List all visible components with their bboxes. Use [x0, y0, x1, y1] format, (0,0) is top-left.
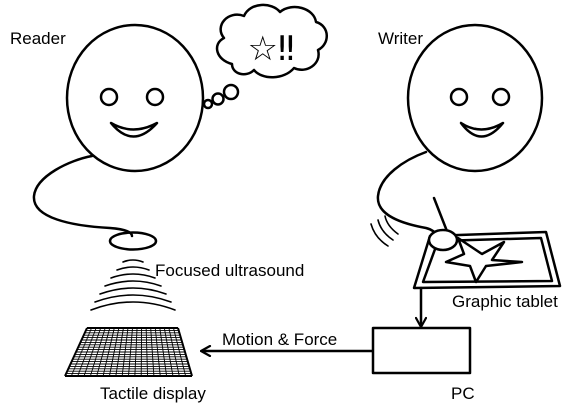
writer-head [406, 23, 544, 173]
writer-hand [427, 228, 459, 252]
reader-label: Reader [10, 29, 66, 48]
reader-cord [32, 154, 134, 238]
thought-cloud [215, 3, 328, 79]
grid-line [134, 327, 138, 377]
tablet-inner [421, 236, 554, 284]
reader-face [65, 23, 205, 173]
grid-line [154, 327, 161, 377]
ultrasound-waves-icon [90, 259, 176, 311]
thought-dot-medium [211, 92, 225, 106]
writer-right-eye [491, 87, 511, 107]
reader-head [65, 23, 205, 173]
grid-line [168, 327, 180, 377]
grid-line [145, 327, 148, 377]
thought-dot-large [222, 83, 240, 101]
reader-right-eye [145, 87, 165, 107]
focused-ultrasound-label: Focused ultrasound [155, 261, 304, 280]
writer-face [406, 23, 544, 173]
writer-cord [376, 150, 440, 238]
reader-left-eye [99, 87, 119, 107]
thought-symbols: ☆‼ [248, 29, 295, 69]
motion-lines-icon [370, 215, 399, 247]
graphic-tablet-label: Graphic tablet [452, 292, 558, 311]
writer-label: Writer [378, 29, 423, 48]
tactile-display [64, 327, 193, 377]
tactile-display-label: Tactile display [100, 384, 206, 403]
graphic-tablet [412, 230, 562, 290]
thought-bubble: ☆‼ [202, 3, 328, 110]
writer-smile [459, 121, 505, 138]
ultrasound-transducer [108, 231, 158, 251]
pc-box [371, 326, 472, 375]
grid-line [163, 327, 174, 377]
grid-line [177, 327, 193, 377]
reader-smile [109, 121, 159, 138]
star-drawing-icon [444, 236, 524, 284]
grid-line [159, 327, 168, 377]
tablet-outer [412, 230, 562, 290]
writer-left-eye [449, 87, 469, 107]
motion-force-label: Motion & Force [222, 330, 337, 349]
thought-dot-small [202, 98, 214, 110]
pc-label: PC [451, 384, 475, 403]
grid-line [150, 327, 155, 377]
grid-line [173, 327, 187, 377]
